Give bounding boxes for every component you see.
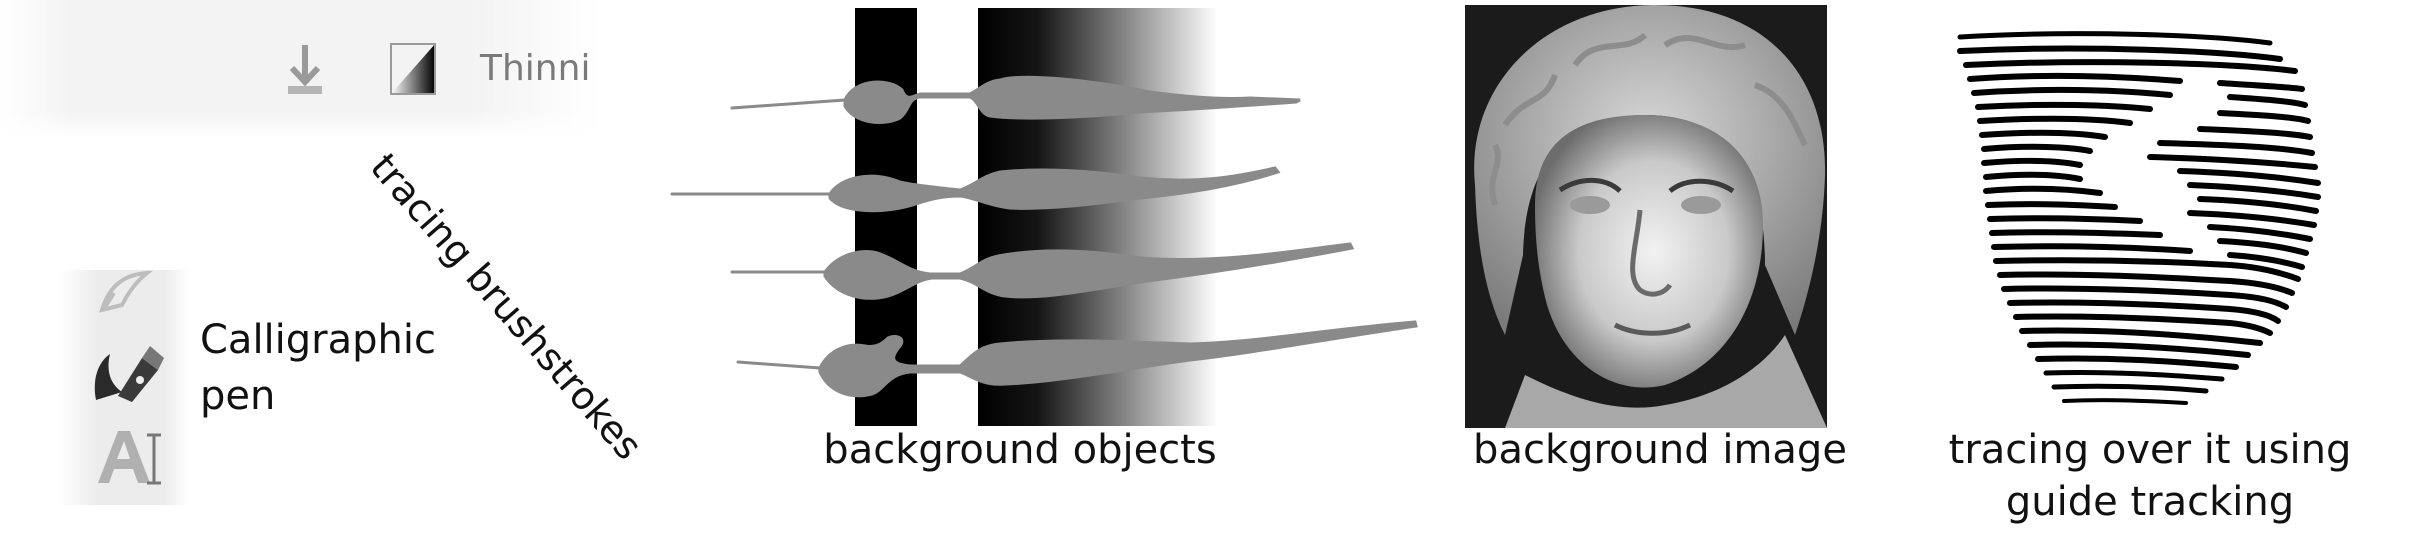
- tool-label: Calligraphic pen: [200, 312, 436, 424]
- caption-background-objects: background objects: [823, 427, 1217, 473]
- brushstroke-4: [818, 320, 1418, 398]
- brushstroke-3: [823, 242, 1355, 300]
- brushstroke-2: [828, 166, 1281, 213]
- calligraphic-pen-icon[interactable]: [88, 340, 166, 408]
- background-objects-panel: [670, 8, 1418, 426]
- statue-neck: [1505, 335, 1827, 428]
- brushstroke-4-tail-left: [736, 360, 822, 370]
- caption-guide-line1: tracing over it using: [1948, 427, 2352, 473]
- brushstroke-1: [843, 75, 1301, 124]
- tool-label-line2: pen: [200, 373, 276, 419]
- caption-background-image: background image: [1473, 427, 1847, 473]
- tool-label-line1: Calligraphic: [200, 317, 436, 363]
- statue-hair: [1474, 5, 1826, 335]
- toolbar-fade: [0, 110, 600, 140]
- thinning-label: Thinni: [480, 48, 591, 89]
- import-arrow-icon[interactable]: [280, 40, 330, 100]
- guide-tracking-strokes: [1957, 31, 2321, 405]
- background-photo: [1465, 5, 1827, 428]
- gradient-swatch-icon[interactable]: [385, 38, 441, 100]
- text-tool-icon[interactable]: [92, 425, 162, 487]
- pencil-tool-icon[interactable]: [92, 265, 162, 320]
- caption-guide-line2: guide tracking: [2005, 479, 2295, 525]
- brushstroke-1-tail-left: [730, 98, 847, 110]
- toolbar-snippet: [0, 0, 600, 140]
- caption-guide-tracking: tracing over it using guide tracking: [1930, 424, 2370, 528]
